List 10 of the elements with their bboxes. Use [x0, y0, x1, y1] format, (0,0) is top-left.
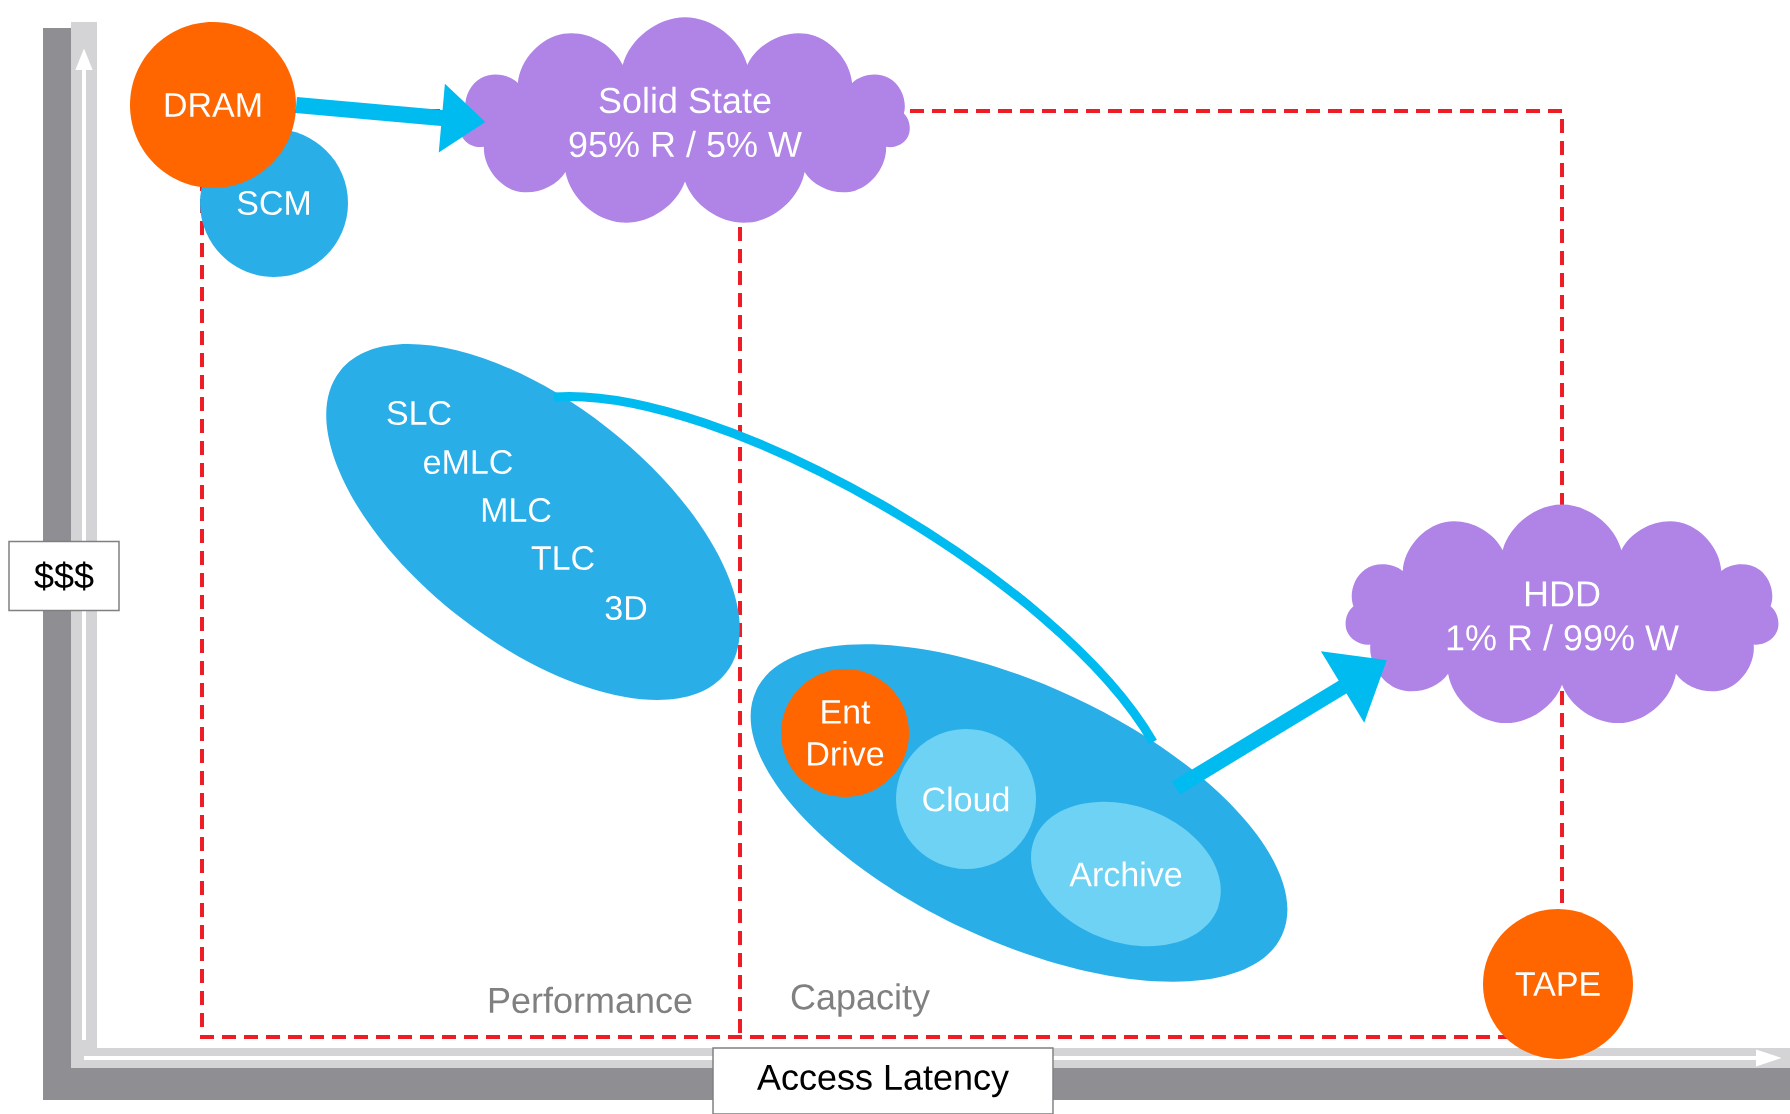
cloud-node: HDD 1% R / 99% W	[1345, 504, 1779, 724]
label-box: Access Latency	[712, 1047, 1054, 1114]
circle-node: TAPE	[1483, 909, 1633, 1059]
circle-node: Ent Drive	[781, 669, 909, 797]
circle-node: DRAM	[130, 22, 296, 188]
circle-node: Cloud	[896, 729, 1036, 869]
label-box: $$$	[8, 540, 120, 612]
cloud-node: Solid State 95% R / 5% W	[460, 17, 910, 223]
region-label: Performance	[489, 986, 692, 1014]
region-label: Capacity	[791, 983, 930, 1017]
